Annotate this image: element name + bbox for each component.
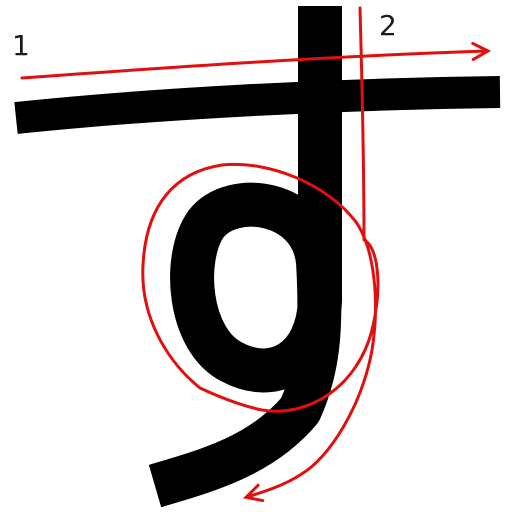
glyph-stroke-1 xyxy=(14,76,501,134)
guide-arrow-2 xyxy=(141,6,380,497)
guide-arrow-1 xyxy=(20,51,487,80)
glyph-su xyxy=(14,6,501,508)
glyph-stroke-2 xyxy=(148,6,342,508)
stroke-number-2: 2 xyxy=(379,9,397,42)
stroke-number-1: 1 xyxy=(12,29,30,62)
stroke-guides xyxy=(20,6,487,497)
